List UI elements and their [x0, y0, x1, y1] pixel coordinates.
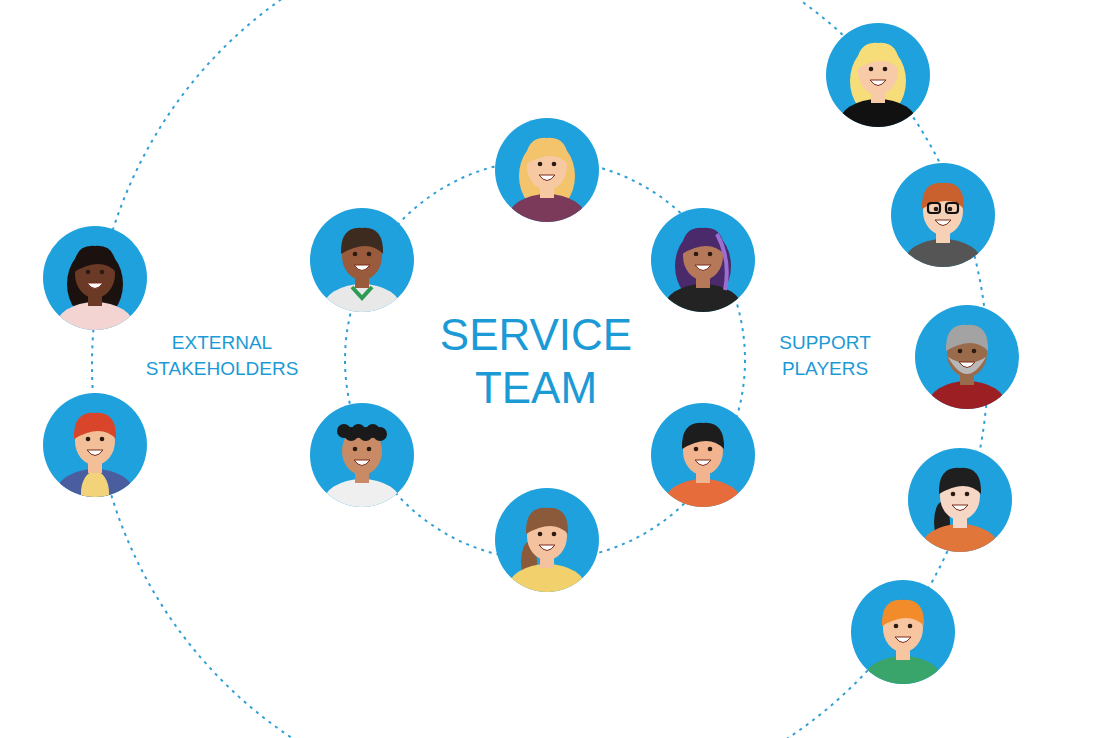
avatar-part	[903, 239, 983, 291]
avatar-part	[87, 283, 103, 289]
avatar-figure	[838, 43, 918, 151]
avatar-part	[86, 437, 91, 442]
avatar-figure	[507, 508, 587, 616]
avatar-part	[663, 479, 743, 531]
avatar-part	[958, 349, 963, 354]
avatar-figure	[663, 228, 743, 336]
avatar-part	[946, 325, 988, 351]
avatar-part	[373, 427, 387, 441]
avatar-part	[863, 656, 943, 708]
avatar-part	[928, 203, 940, 213]
avatar-part	[552, 532, 557, 537]
avatar-figure	[663, 423, 743, 531]
avatar-part	[948, 207, 953, 212]
avatar-figure	[920, 468, 1000, 576]
avatar-part	[74, 246, 116, 272]
avatar-part	[965, 492, 970, 497]
avatar-figure	[507, 138, 587, 246]
avatar-part	[353, 252, 358, 257]
avatar-part	[959, 362, 975, 368]
avatar-part	[695, 460, 711, 466]
avatar-part	[870, 80, 886, 86]
avatar-part	[895, 637, 911, 643]
avatar-part	[341, 228, 383, 254]
avatar-figure	[903, 183, 983, 291]
avatar-part	[552, 162, 557, 167]
avatar-part	[354, 265, 370, 271]
avatar-part	[538, 532, 543, 537]
avatar-part	[354, 460, 370, 466]
avatar-figure	[55, 246, 135, 354]
avatar-badge	[310, 208, 414, 312]
avatar-part	[972, 349, 977, 354]
avatar-part	[927, 381, 1007, 433]
avatar-part	[894, 624, 899, 629]
avatar-part	[694, 447, 699, 452]
avatar-part	[100, 270, 105, 275]
avatar-part	[682, 228, 724, 254]
avatar-part	[74, 413, 116, 439]
group-label: SUPPORT PLAYERS	[760, 330, 890, 381]
avatar-part	[507, 564, 587, 616]
avatar-part	[946, 203, 958, 213]
avatar-part	[869, 67, 874, 72]
avatar-part	[663, 284, 743, 336]
avatar-part	[948, 357, 986, 374]
avatar-part	[939, 468, 981, 494]
avatar-figure	[927, 325, 1007, 433]
avatar-part	[694, 252, 699, 257]
avatar-part	[882, 600, 924, 626]
avatar-part	[838, 99, 918, 151]
avatar-part	[367, 252, 372, 257]
avatar-part	[935, 220, 951, 226]
avatar-part	[883, 67, 888, 72]
avatar-group	[43, 23, 1019, 708]
avatar-part	[908, 624, 913, 629]
avatar-figure	[863, 600, 943, 708]
avatar-part	[708, 252, 713, 257]
avatar-part	[951, 492, 956, 497]
avatar-part	[81, 471, 109, 515]
avatar-part	[539, 175, 555, 181]
avatar-part	[55, 302, 135, 354]
avatar-part	[934, 207, 939, 212]
avatar-figure	[322, 424, 402, 531]
avatar-part	[100, 437, 105, 442]
avatar-part	[367, 447, 372, 452]
avatar-part	[695, 265, 711, 271]
avatar-part	[682, 423, 724, 449]
group-label: EXTERNAL STAKEHOLDERS	[127, 330, 317, 381]
avatar-part	[952, 505, 968, 511]
avatar-part	[539, 545, 555, 551]
avatar-part	[507, 194, 587, 246]
avatar-part	[526, 508, 568, 534]
avatar-figure	[55, 413, 135, 521]
avatar-part	[353, 447, 358, 452]
avatar-part	[322, 479, 402, 531]
center-title: SERVICE TEAM	[411, 309, 661, 415]
avatar-part	[538, 162, 543, 167]
avatar-part	[857, 43, 899, 69]
avatar-part	[708, 447, 713, 452]
avatar-part	[322, 284, 402, 336]
avatar-part	[352, 287, 372, 298]
avatar-part	[526, 138, 568, 164]
avatar-part	[87, 450, 103, 456]
avatar-part	[86, 270, 91, 275]
avatar-part	[717, 234, 727, 290]
avatar-part	[55, 469, 135, 521]
avatar-part	[920, 524, 1000, 576]
outer-ring	[92, 0, 988, 738]
avatar-figure	[322, 228, 402, 336]
